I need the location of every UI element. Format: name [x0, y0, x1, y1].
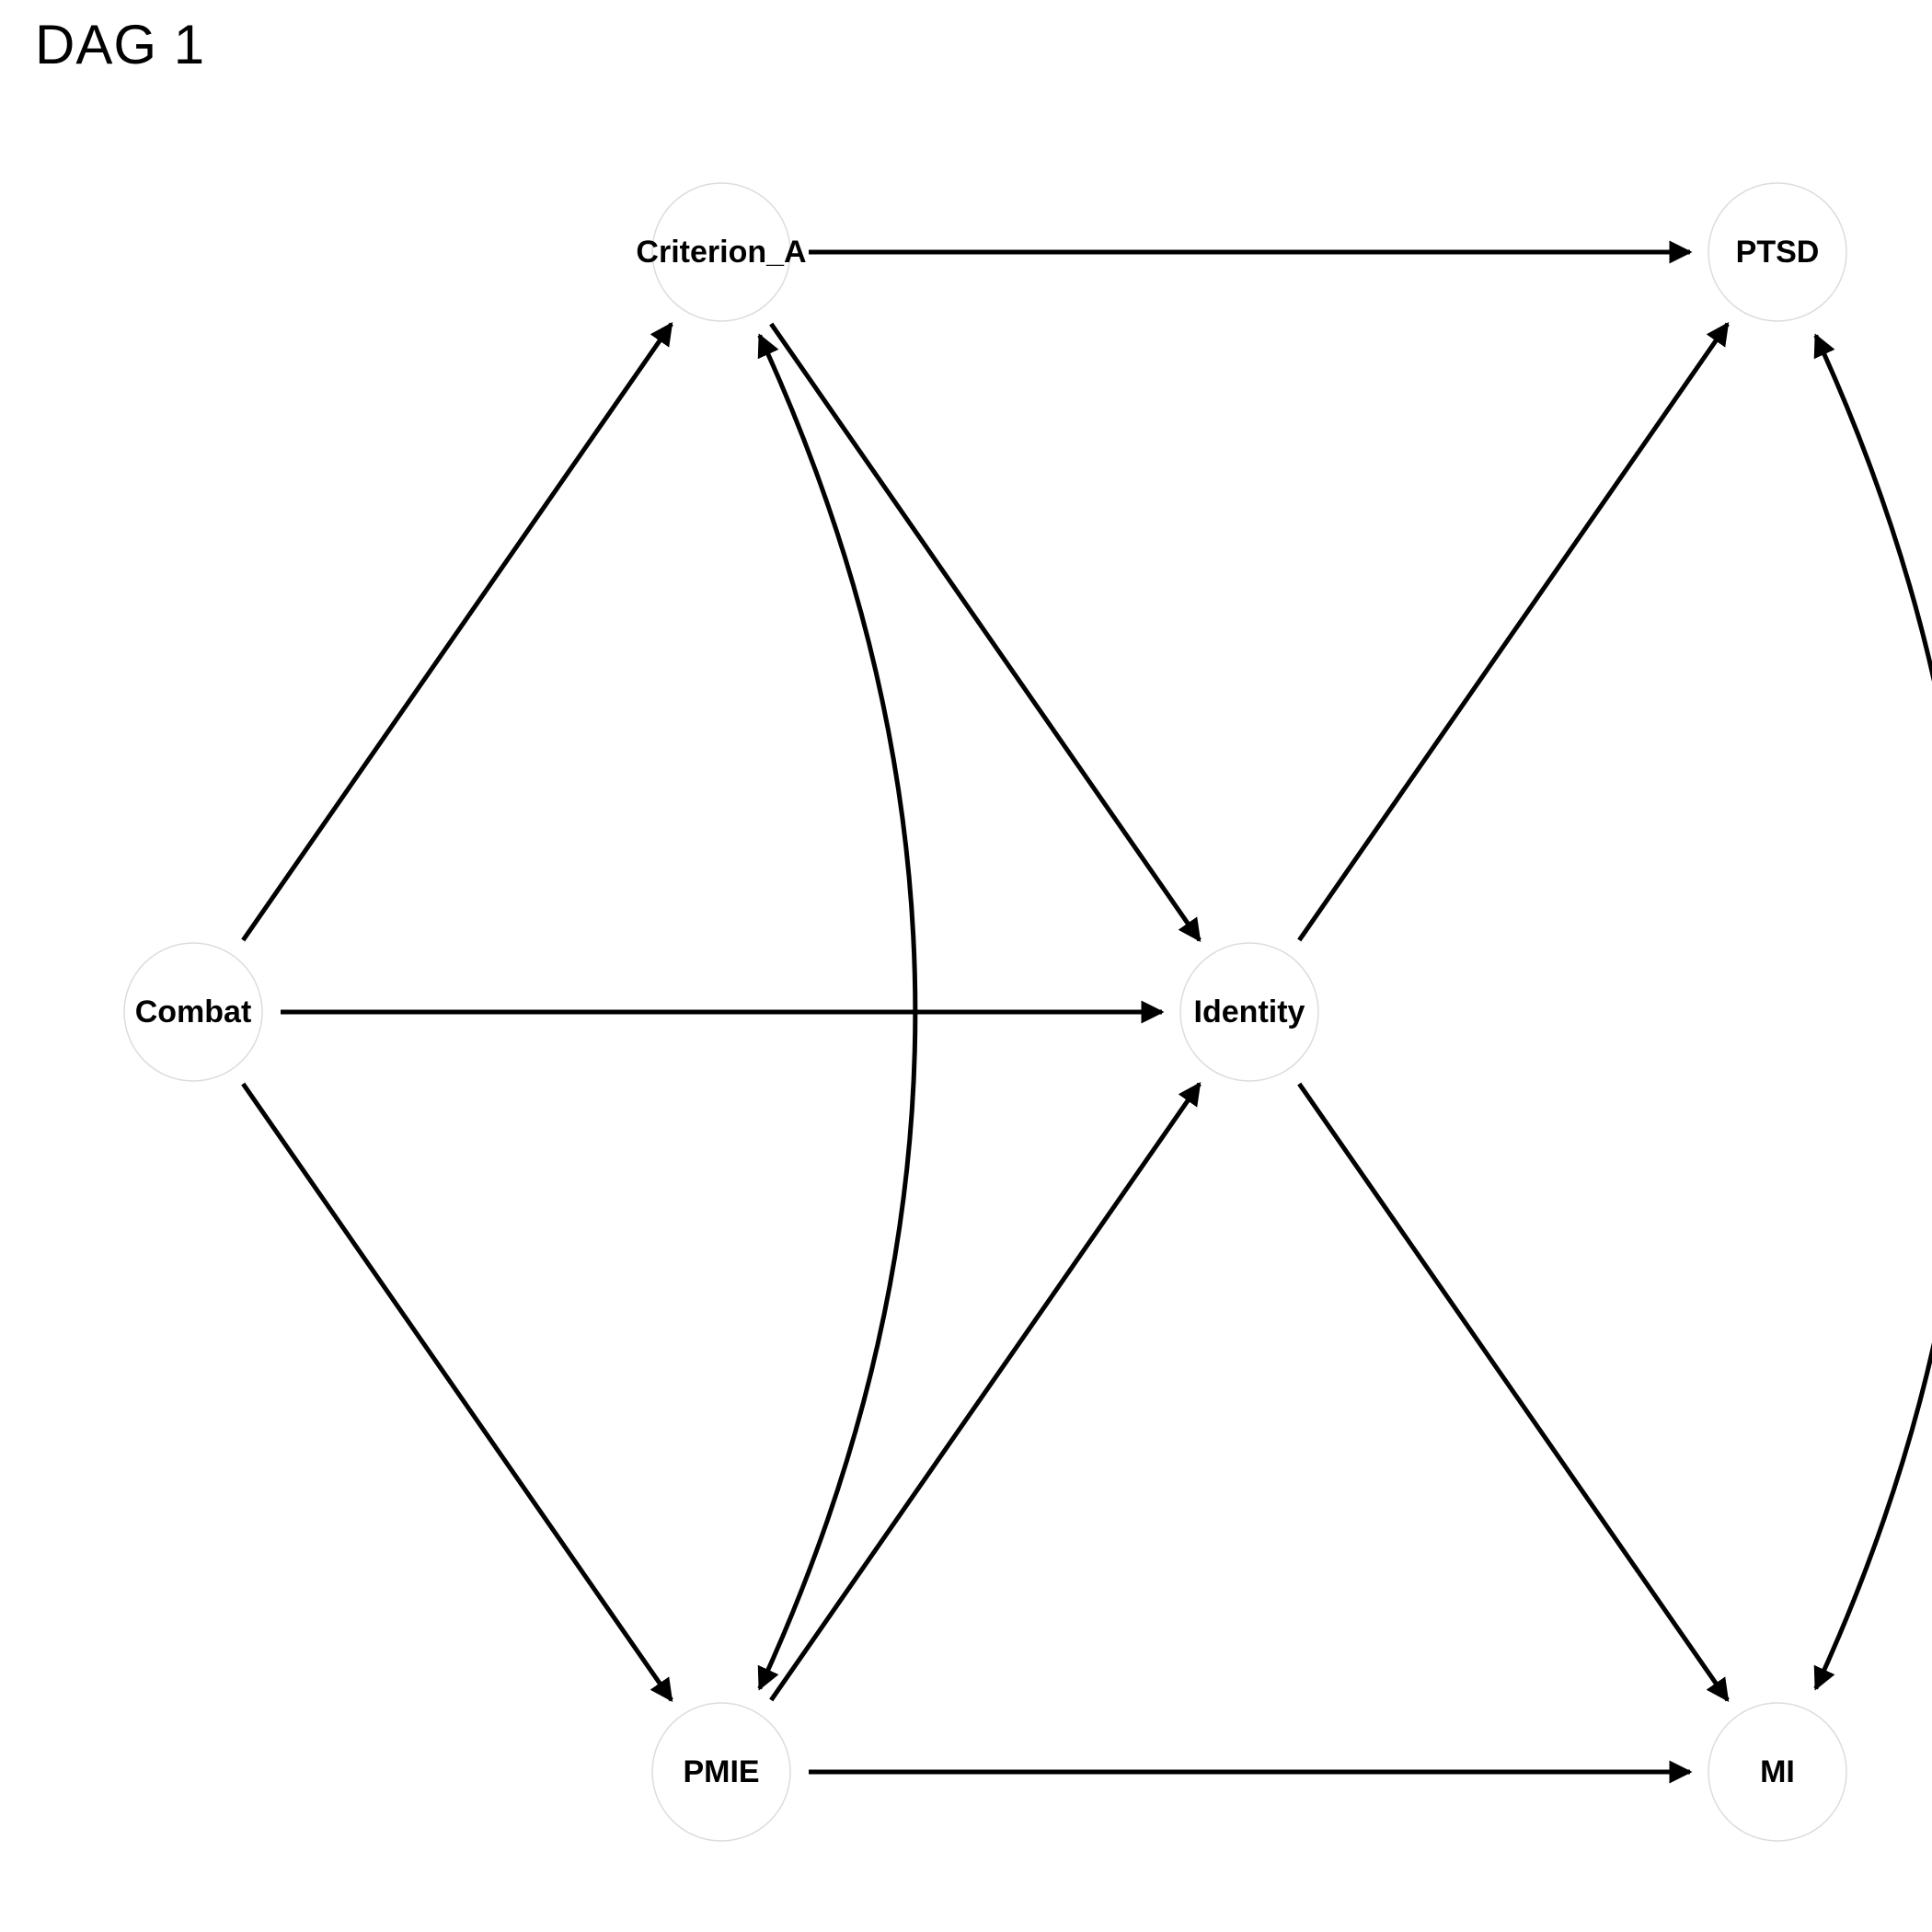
edge-combat-to-pmie: [241, 1082, 673, 1703]
node-criterion-a: Criterion_A: [636, 182, 807, 322]
bidirected-edge-ptsd-mi: [1813, 333, 1932, 1691]
bidirected-edge-criterion-a-pmie: [757, 333, 918, 1691]
node-mi: MI: [1708, 1702, 1847, 1842]
node-circle: [1708, 182, 1847, 322]
edge-identity-to-mi: [1297, 1082, 1730, 1703]
node-label: PMIE: [683, 1754, 759, 1789]
node-circle: [651, 182, 791, 322]
node-label: Combat: [135, 995, 252, 1029]
node-circle: [1708, 1702, 1847, 1842]
edge-combat-to-criterion-a: [241, 321, 673, 942]
node-pmie: PMIE: [651, 1702, 791, 1842]
edge-pmie-to-identity: [769, 1081, 1202, 1702]
node-label: Criterion_A: [636, 235, 806, 270]
node-ptsd: PTSD: [1708, 182, 1847, 322]
node-label: MI: [1760, 1754, 1795, 1789]
node-label: Identity: [1194, 995, 1305, 1029]
diagram-title: DAG 1: [35, 14, 206, 75]
node-circle: [123, 942, 263, 1082]
node-label: PTSD: [1736, 235, 1820, 270]
edges-layer: [241, 240, 1932, 1784]
node-identity: Identity: [1179, 942, 1319, 1082]
node-circle: [1179, 942, 1319, 1082]
edge-identity-to-ptsd: [1297, 321, 1730, 942]
edge-criterion-a-to-identity: [769, 322, 1202, 943]
nodes-layer: Combat Criterion_A PMIE Identity PTSD MI: [123, 182, 1847, 1842]
node-combat: Combat: [123, 942, 263, 1082]
node-circle: [651, 1702, 791, 1842]
